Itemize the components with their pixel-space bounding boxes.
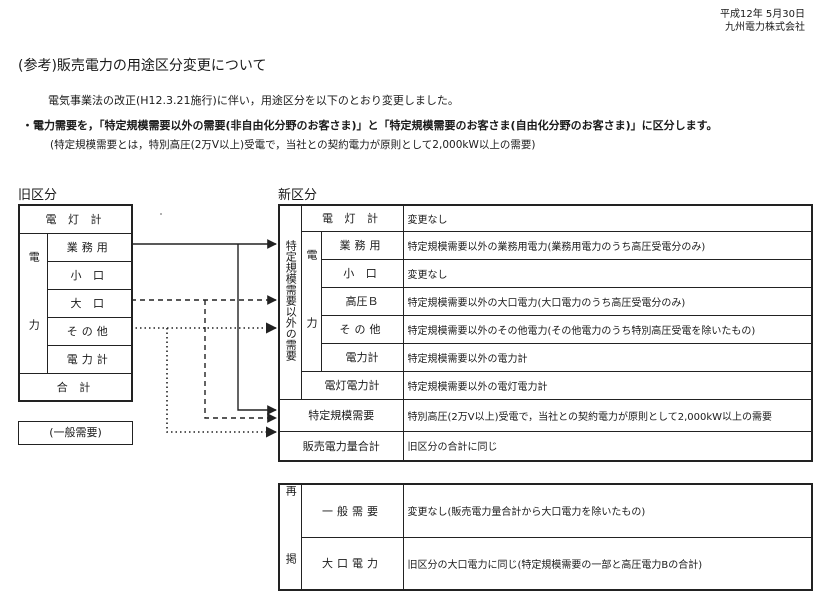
company-name: 九州電力株式会社 <box>725 22 805 33</box>
old-row-denryokukei: 電力計 <box>46 344 133 374</box>
new-section-heading: 新区分 <box>278 188 318 203</box>
new-row-gyomuyo-desc: 特定規模需要以外の業務用電力(業務用電力のうち高圧受電分のみ) <box>402 230 813 260</box>
old-classification-table: 電 灯 計 電 力 業務用 小 口 大 口 その他 電力計 合 計 <box>18 204 133 402</box>
sales-total-desc: 旧区分の合計に同じ <box>402 430 813 462</box>
arrow-sonota <box>131 322 278 438</box>
intro-paragraph-2: ・電力需要を，「特定規模需要以外の需要(非自由化分野のお客さま)」と「特定規模需… <box>22 119 718 132</box>
new-row-denryokukei: 電力計 <box>320 342 404 372</box>
intro-paragraph-3: (特定規模需要とは，特別高圧(2万V以上)受電で，当社との契約電力が原則として2… <box>50 139 536 151</box>
new-row-koguchi: 小 口 <box>320 258 404 288</box>
document-title: (参考)販売電力の用途区分変更について <box>18 58 267 74</box>
sales-total: 販売電力量合計 <box>278 430 404 462</box>
old-denryoku-label: 電 力 <box>18 232 48 374</box>
old-row-sonota: その他 <box>46 316 133 346</box>
arrow-gyomuyo <box>131 239 277 415</box>
old-row-koguchi: 小 口 <box>46 260 133 290</box>
new-classification-table: 特定規模需要以外の需要 電 灯 計 変更なし 電 力 業務用 特定規模需要以外の… <box>278 204 813 462</box>
mapping-arrows <box>131 213 278 438</box>
specified-demand: 特定規模需要 <box>278 398 404 432</box>
general-demand-box: (一般需要) <box>18 421 133 445</box>
intro-paragraph-1: 電気事業法の改正(H12.3.21施行)に伴い，用途区分を以下のとおり変更しまし… <box>48 94 459 107</box>
specified-demand-desc: 特別高圧(2万V以上)受電で，当社との契約電力が原則として2,000kW以上の需… <box>402 398 813 432</box>
new-denryoku-label: 電 力 <box>300 230 322 372</box>
new-dento-denryoku-desc: 特定規模需要以外の電灯電力計 <box>402 370 813 400</box>
old-row-oguchi: 大 口 <box>46 288 133 318</box>
new-dento-total: 電 灯 計 <box>300 204 404 232</box>
old-row-gyomuyo: 業務用 <box>46 232 133 262</box>
new-row-gyomuyo: 業務用 <box>320 230 404 260</box>
arrow-oguchi <box>131 295 277 423</box>
reference-ippan-desc: 変更なし(販売電力量合計から大口電力を除いたもの) <box>402 483 813 538</box>
old-section-heading: 旧区分 <box>18 188 58 203</box>
document-date: 平成12年 5月30日 <box>720 9 805 20</box>
new-row-koguchi-desc: 変更なし <box>402 258 813 288</box>
reference-ippan: 一般需要 <box>300 483 404 538</box>
new-dento-desc: 変更なし <box>402 204 813 232</box>
old-grand-total: 合 計 <box>18 372 133 402</box>
